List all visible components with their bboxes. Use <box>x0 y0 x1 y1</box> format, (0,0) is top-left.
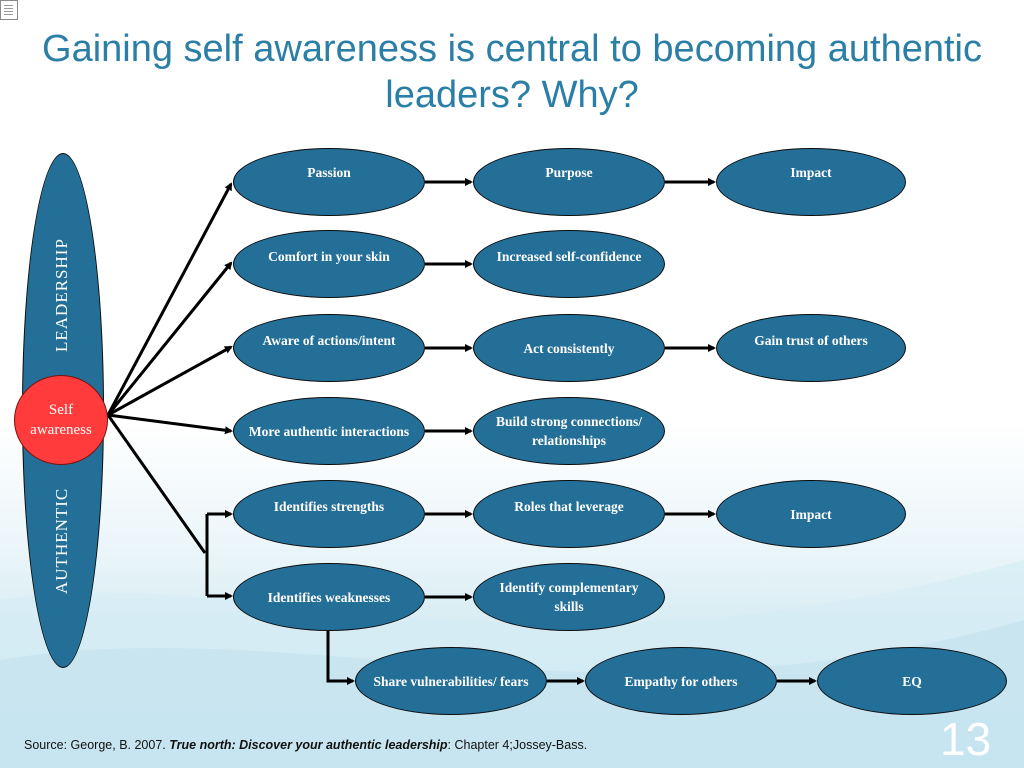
node-impact-1: Impact <box>716 148 906 216</box>
source-book-title: True north: Discover your authentic lead… <box>169 738 448 752</box>
node-label: Empathy for others <box>624 673 738 689</box>
self-awareness-node: Self awareness <box>14 375 108 465</box>
node-label: Comfort in your skin <box>268 249 390 264</box>
node-identifies-weaknesses: Identifies weaknesses <box>233 563 425 631</box>
slide-title: Gaining self awareness is central to bec… <box>42 28 982 116</box>
node-label: Aware of actions/intent <box>262 333 396 348</box>
node-comfort: Comfort in your skin <box>233 230 425 298</box>
node-label: More authentic interactions <box>248 423 410 439</box>
node-label: Impact <box>790 165 832 180</box>
link-self-passion <box>106 182 233 416</box>
node-act-consistently: Act consistently <box>473 314 665 382</box>
node-label: Share vulnerabilities/ fears <box>373 673 529 689</box>
source-citation: Source: George, B. 2007. True north: Dis… <box>24 738 587 752</box>
node-label: Passion <box>307 165 351 180</box>
link-weaknesses-vulnerabilities <box>326 630 355 685</box>
node-identifies-strengths: Identifies strengths <box>233 480 425 548</box>
link-self-authentic <box>107 413 233 435</box>
link-self-aware <box>107 345 233 417</box>
node-eq: EQ <box>817 647 1007 715</box>
node-passion: Passion <box>233 148 425 216</box>
node-impact-2: Impact <box>716 480 906 548</box>
node-label: Purpose <box>545 165 593 180</box>
node-aware: Aware of actions/intent <box>233 314 425 382</box>
link-self-comfort <box>106 261 233 416</box>
link-self-bracket <box>106 414 207 554</box>
node-label: Gain trust of others <box>754 333 868 348</box>
node-share-vulnerabilities: Share vulnerabilities/ fears <box>355 647 547 715</box>
node-label: Roles that leverage <box>514 499 624 514</box>
node-label: Identifies weaknesses <box>267 589 391 605</box>
node-more-authentic: More authentic interactions <box>233 397 425 465</box>
page-number: 13 <box>940 713 992 765</box>
source-prefix: Source: George, B. 2007. <box>24 738 170 752</box>
node-label: Act consistently <box>523 340 615 356</box>
self-awareness-label: Self awareness <box>30 402 92 438</box>
node-label: Impact <box>790 506 832 522</box>
node-label: Identifies strengths <box>273 499 385 514</box>
node-label: Build strong connections/ relationships <box>495 414 642 448</box>
node-label: Increased self-confidence <box>496 249 642 264</box>
node-identify-complementary: Identify complementary skills <box>473 563 665 631</box>
node-self-confidence: Increased self-confidence <box>473 230 665 298</box>
node-roles-leverage: Roles that leverage <box>473 480 665 548</box>
node-gain-trust: Gain trust of others <box>716 314 906 382</box>
node-label: EQ <box>902 673 922 689</box>
node-build-connections: Build strong connections/ relationships <box>473 397 665 465</box>
document-icon <box>0 0 18 20</box>
node-purpose: Purpose <box>473 148 665 216</box>
node-empathy: Empathy for others <box>585 647 777 715</box>
node-label: Identify complementary skills <box>499 580 639 614</box>
source-suffix: : Chapter 4;Jossey-Bass. <box>447 738 588 752</box>
